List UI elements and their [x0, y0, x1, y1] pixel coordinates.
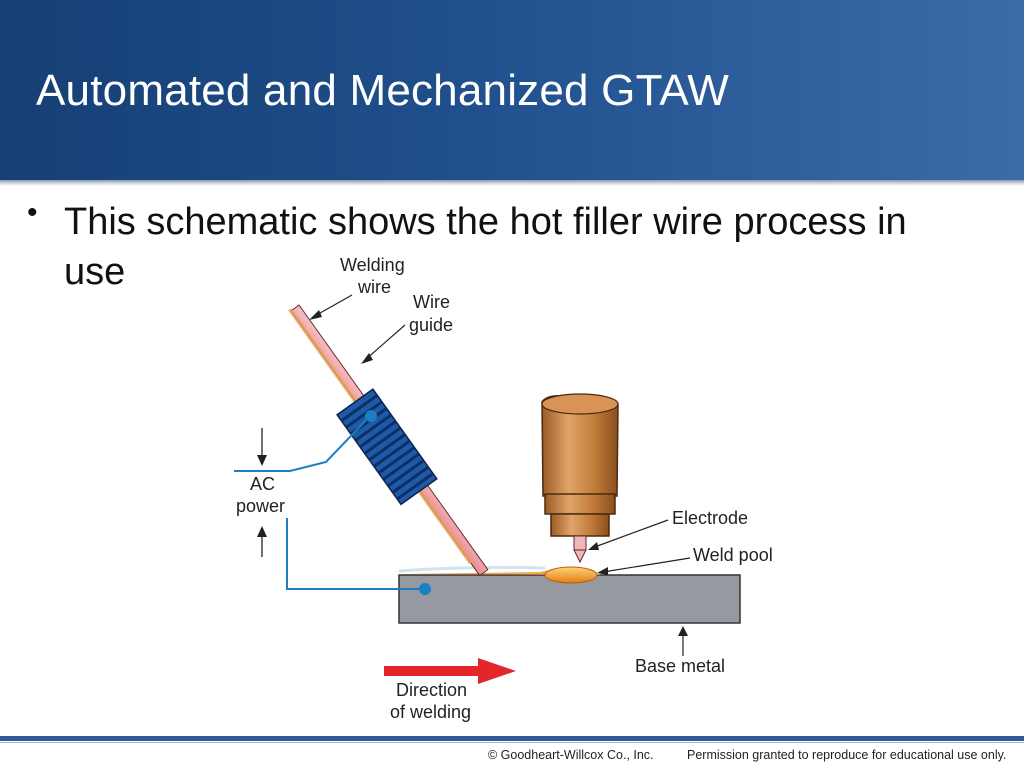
bullet-text: This schematic shows the hot filler wire…	[64, 201, 907, 293]
footer-permission: Permission granted to reproduce for educ…	[687, 748, 1007, 762]
wire-guide	[336, 388, 438, 506]
footer-copyright: © Goodheart-Willcox Co., Inc.	[488, 748, 654, 762]
label-welding-wire-line2: wire	[357, 277, 391, 297]
label-direction-line2: of welding	[390, 702, 471, 722]
title-bar-shadow	[0, 180, 1024, 186]
ac-power-arrows	[257, 428, 267, 557]
label-wire-guide-line2: guide	[409, 315, 453, 335]
gtaw-torch	[541, 393, 619, 564]
circuit-contact-guide	[365, 410, 377, 422]
weld-pool	[544, 566, 598, 584]
label-wire-guide-line1: Wire	[413, 292, 450, 312]
label-ac-power-line2: power	[236, 496, 285, 516]
footer-rule-thin	[0, 742, 1024, 743]
label-ac-power-line1: AC	[250, 474, 275, 494]
label-electrode: Electrode	[672, 508, 748, 528]
bullet-marker: •	[27, 196, 38, 229]
leader-lines	[309, 294, 691, 656]
label-direction-line1: Direction	[396, 680, 467, 700]
ac-power-circuit	[234, 415, 425, 590]
slide-title: Automated and Mechanized GTAW	[36, 66, 730, 115]
direction-arrow	[384, 658, 516, 684]
label-welding-wire-line1: Welding	[340, 255, 405, 275]
title-bar	[0, 0, 1024, 180]
label-base-metal: Base metal	[635, 656, 725, 676]
label-weld-pool: Weld pool	[693, 545, 773, 565]
circuit-contact-base	[419, 583, 431, 595]
footer-rule	[0, 736, 1024, 741]
